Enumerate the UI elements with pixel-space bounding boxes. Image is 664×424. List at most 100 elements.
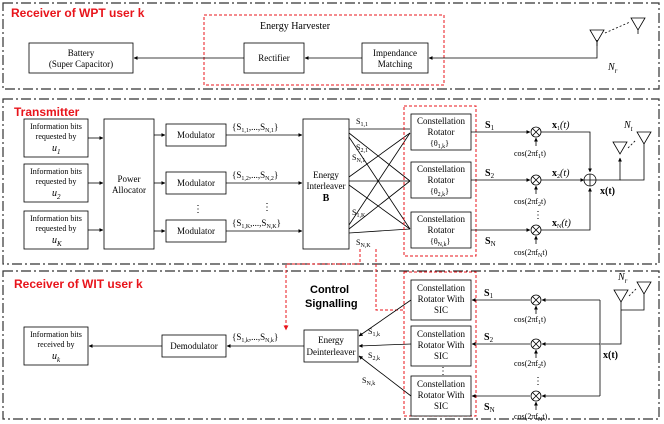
wit-antenna-icon	[613, 281, 652, 311]
battery-label-1: Battery	[68, 48, 95, 58]
tx-info-2-user: u2	[52, 188, 61, 201]
wit-antenna-feed	[601, 302, 622, 345]
tx-info-1-user: u1	[52, 143, 61, 156]
control-signal-line-right	[375, 249, 404, 311]
deint-label-1: Energy	[318, 335, 344, 345]
tx-xn-path	[541, 187, 592, 231]
interleaver-label-1: Energy	[313, 170, 339, 180]
tx-rotator-frame	[403, 105, 477, 257]
tx-section-frame	[2, 98, 660, 265]
tx-rot1-line2: Rotator	[428, 127, 455, 137]
tx-rotator-box-2	[410, 161, 472, 199]
wit-rot2-line2: Rotator With	[418, 340, 465, 350]
sbar-21-label: S2,1	[356, 143, 368, 154]
wit-rot3-to-deint	[358, 355, 412, 397]
mod3-output-label: {S1,K,...,SN,K}	[232, 218, 281, 230]
control-signal-line-left	[283, 249, 361, 331]
rectifier-box	[243, 42, 305, 74]
wit-antenna-label: Nr	[617, 272, 628, 285]
wit-rot3-line1: Constellation	[417, 379, 465, 389]
mod1-output-label: {S1,1,...,SN,1}	[232, 122, 278, 134]
matching-label-2: Matching	[378, 59, 413, 69]
tx-rot1-theta: {θ1,k}	[430, 139, 449, 150]
wit-s2-label: S2	[484, 332, 494, 344]
wpt-antenna-label: Nr	[607, 62, 618, 75]
interleaver-crossing-lines	[348, 128, 411, 234]
sbar-n1-label: SN,1	[352, 153, 365, 164]
wit-rot2-line3: SIC	[434, 351, 448, 361]
wit-rot2-to-deint	[358, 343, 412, 348]
tx-info-3-user: uK	[52, 235, 62, 248]
tx-s2-label: S2	[485, 168, 495, 180]
tx-rotator-box-3	[410, 211, 472, 249]
demod-input-label: {S1,k,...,SN,k}	[232, 332, 278, 344]
energy-deinterleaver-box	[303, 329, 359, 363]
tx-info-2-line2: requested by	[36, 177, 77, 186]
wit-rotator-box-2	[410, 325, 472, 367]
wit-info-line1: Information bits	[30, 330, 82, 339]
wit-mixer-1	[530, 294, 542, 306]
wit-info-box	[23, 326, 89, 366]
tx-info-3-line1: Information bits	[30, 214, 82, 223]
tx-xt-label: x(t)	[600, 186, 615, 197]
energy-harvester-title: Energy Harvester	[260, 21, 331, 32]
modulator-2-label: Modulator	[177, 178, 215, 188]
wit-rotator-dots: ⋮	[438, 366, 448, 377]
tx-s1-label: S1	[485, 120, 495, 132]
wit-xt-label: x(t)	[603, 350, 618, 361]
tx-rot1-line1: Constellation	[417, 116, 465, 126]
wit-cos3-label: cos(2πfNt)	[514, 412, 548, 423]
tx-info-3-line2: requested by	[36, 224, 77, 233]
mod-output-dots: ⋮	[262, 202, 272, 213]
sbar-1k-label: S1,K	[352, 208, 366, 219]
wit-rotator-box-1	[410, 279, 472, 321]
tx-rot3-line2: Rotator	[428, 225, 455, 235]
interleaver-label-3: B	[323, 193, 330, 204]
control-signalling-label-1: Control	[310, 284, 349, 296]
tx-cos2-label: cos(2πf2t)	[514, 197, 546, 208]
power-allocator-label-1: Power	[118, 174, 141, 184]
wpt-section-frame	[2, 2, 660, 90]
tx-x2-label: x2(t)	[552, 168, 570, 180]
modulator-1-label: Modulator	[177, 130, 215, 140]
tx-rot3-theta: {θN,k}	[430, 237, 451, 248]
rectifier-label: Rectifier	[258, 53, 289, 63]
wit-sb1-label: S1,k	[368, 327, 380, 338]
energy-interleaver-box	[302, 118, 350, 250]
wit-s1-label: S1	[484, 288, 494, 300]
modulator-3-label: Modulator	[177, 226, 215, 236]
tx-rot2-line1: Constellation	[417, 164, 465, 174]
tx-info-1-line1: Information bits	[30, 122, 82, 131]
tx-info-box-2	[23, 163, 89, 203]
wit-info-line2: received by	[37, 340, 74, 349]
tx-antenna-label: Nt	[623, 120, 634, 133]
wit-rot1-line2: Rotator With	[418, 294, 465, 304]
wit-rot1-to-deint	[358, 299, 412, 337]
modulator-dots: ⋮	[193, 204, 203, 215]
energy-harvester-frame	[203, 14, 445, 86]
wit-mixer-3	[530, 390, 542, 402]
interleaver-label-2: Interleaver	[307, 181, 346, 191]
tx-section-title: Transmitter	[14, 105, 80, 119]
battery-label-2: (Super Capacitor)	[49, 59, 113, 69]
wit-rot2-line1: Constellation	[417, 329, 465, 339]
wit-rot3-line2: Rotator With	[418, 390, 465, 400]
tx-cos1-label: cos(2πf1t)	[514, 149, 546, 160]
tx-mixer-3	[530, 224, 542, 236]
wit-sb3-label: SN,k	[362, 376, 375, 387]
tx-xn-label: xN(t)	[552, 218, 571, 230]
wit-info-user: uk	[52, 351, 61, 364]
demodulator-label: Demodulator	[170, 341, 218, 351]
wpt-section-title: Receiver of WPT user k	[11, 6, 145, 20]
wit-cos1-label: cos(2πf1t)	[514, 315, 546, 326]
wpt-antenna-feed	[428, 40, 598, 60]
tx-rot2-theta: {θ2,k}	[430, 187, 449, 198]
wit-sb2-label: S2,k	[368, 351, 380, 362]
tx-x1-label: x1(t)	[552, 120, 570, 132]
deint-label-2: Deinterleaver	[307, 347, 356, 357]
wit-rotator-box-3	[410, 375, 472, 417]
control-signalling-label-2: Signalling	[305, 298, 358, 310]
sbar-11-label: S1,1	[356, 117, 368, 128]
wit-section-title: Receiver of WIT user k	[14, 277, 143, 291]
